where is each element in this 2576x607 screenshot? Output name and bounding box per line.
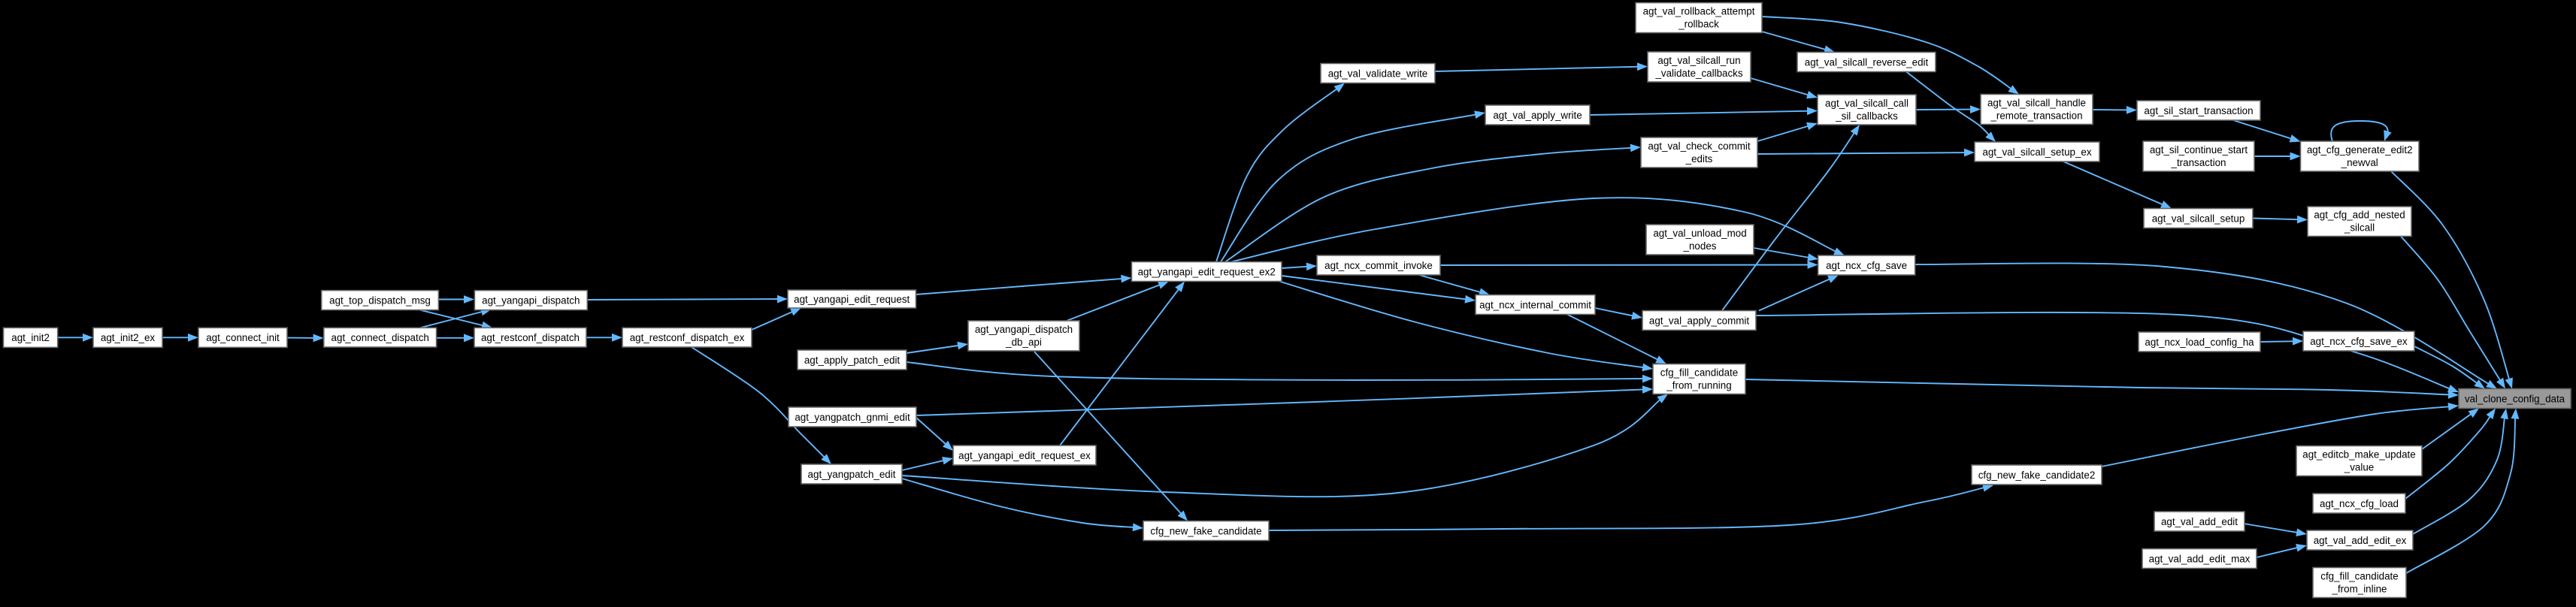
svg-text:agt_sil_start_transaction: agt_sil_start_transaction [2144, 105, 2253, 116]
svg-text:cfg_new_fake_candidate: cfg_new_fake_candidate [1150, 525, 1261, 536]
svg-text:val_clone_config_data: val_clone_config_data [2465, 393, 2565, 404]
svg-text:_rollback: _rollback [1678, 18, 1719, 29]
svg-text:_db_api: _db_api [1005, 337, 1042, 348]
svg-text:agt_val_silcall_setup: agt_val_silcall_setup [2152, 213, 2245, 224]
svg-text:agt_val_add_edit: agt_val_add_edit [2161, 516, 2238, 527]
svg-text:agt_val_apply_commit: agt_val_apply_commit [1649, 315, 1750, 326]
svg-text:agt_apply_patch_edit: agt_apply_patch_edit [804, 355, 901, 366]
svg-text:agt_yangapi_edit_request_ex: agt_yangapi_edit_request_ex [958, 450, 1091, 461]
svg-text:agt_connect_init: agt_connect_init [206, 332, 280, 343]
svg-text:_sil_callbacks: _sil_callbacks [1835, 110, 1898, 122]
svg-text:agt_val_add_edit_ex: agt_val_add_edit_ex [2314, 535, 2407, 546]
svg-text:_newval: _newval [2341, 157, 2378, 168]
svg-text:agt_val_apply_write: agt_val_apply_write [1493, 110, 1582, 121]
svg-text:agt_restconf_dispatch: agt_restconf_dispatch [481, 332, 580, 343]
svg-text:agt_val_silcall_reverse_edit: agt_val_silcall_reverse_edit [1805, 56, 1929, 68]
svg-text:agt_ncx_cfg_save_ex: agt_ncx_cfg_save_ex [2310, 336, 2408, 347]
svg-text:cfg_new_fake_candidate2: cfg_new_fake_candidate2 [1978, 470, 2096, 481]
svg-text:agt_val_unload_mod: agt_val_unload_mod [1653, 228, 1746, 239]
svg-text:agt_yangapi_edit_request: agt_yangapi_edit_request [794, 294, 910, 305]
svg-text:_nodes: _nodes [1683, 240, 1717, 252]
svg-text:agt_sil_continue_start: agt_sil_continue_start [2150, 144, 2248, 156]
svg-text:_value: _value [2344, 461, 2374, 473]
svg-text:agt_val_silcall_run: agt_val_silcall_run [1657, 55, 1740, 66]
svg-text:agt_val_silcall_handle: agt_val_silcall_handle [1987, 97, 2086, 108]
svg-text:cfg_fill_candidate: cfg_fill_candidate [1660, 367, 1738, 378]
svg-text:agt_ncx_internal_commit: agt_ncx_internal_commit [1479, 299, 1591, 310]
svg-text:agt_cfg_add_nested: agt_cfg_add_nested [2314, 210, 2405, 221]
svg-text:agt_top_dispatch_msg: agt_top_dispatch_msg [329, 294, 431, 306]
svg-text:agt_ncx_commit_invoke: agt_ncx_commit_invoke [1324, 260, 1433, 271]
svg-text:agt_val_validate_write: agt_val_validate_write [1328, 68, 1428, 79]
svg-text:_validate_callbacks: _validate_callbacks [1654, 68, 1742, 79]
svg-text:agt_yangpatch_edit: agt_yangpatch_edit [808, 469, 896, 480]
svg-text:agt_yangpatch_gnmi_edit: agt_yangpatch_gnmi_edit [795, 412, 910, 423]
svg-text:_transaction: _transaction [2171, 157, 2226, 168]
svg-text:agt_val_silcall_call: agt_val_silcall_call [1825, 98, 1909, 109]
svg-text:agt_cfg_generate_edit2: agt_cfg_generate_edit2 [2307, 144, 2413, 156]
svg-text:agt_val_rollback_attempt: agt_val_rollback_attempt [1643, 5, 1755, 17]
svg-text:agt_editcb_make_update: agt_editcb_make_update [2302, 448, 2415, 460]
svg-text:agt_init2_ex: agt_init2_ex [101, 332, 156, 343]
svg-text:agt_yangapi_edit_request_ex2: agt_yangapi_edit_request_ex2 [1138, 266, 1276, 277]
svg-text:agt_connect_dispatch: agt_connect_dispatch [331, 332, 429, 343]
svg-text:agt_yangapi_dispatch: agt_yangapi_dispatch [975, 324, 1073, 335]
svg-text:_from_running: _from_running [1666, 379, 1731, 391]
svg-text:_remote_transaction: _remote_transaction [1990, 110, 2082, 121]
svg-text:_edits: _edits [1685, 153, 1713, 165]
svg-text:cfg_fill_candidate: cfg_fill_candidate [2320, 570, 2398, 581]
svg-text:agt_ncx_load_config_ha: agt_ncx_load_config_ha [2145, 337, 2254, 348]
svg-text:agt_ncx_cfg_save: agt_ncx_cfg_save [1826, 260, 1907, 271]
svg-text:agt_ncx_cfg_load: agt_ncx_cfg_load [2320, 498, 2399, 509]
svg-text:_silcall: _silcall [2344, 222, 2375, 234]
svg-text:_from_inline: _from_inline [2332, 583, 2387, 594]
svg-text:agt_val_check_commit: agt_val_check_commit [1648, 140, 1750, 152]
svg-text:agt_val_add_edit_max: agt_val_add_edit_max [2149, 553, 2251, 564]
svg-text:agt_init2: agt_init2 [11, 332, 50, 343]
svg-text:agt_restconf_dispatch_ex: agt_restconf_dispatch_ex [630, 332, 745, 343]
svg-text:agt_val_silcall_setup_ex: agt_val_silcall_setup_ex [1982, 146, 2091, 158]
svg-text:agt_yangapi_dispatch: agt_yangapi_dispatch [482, 294, 580, 306]
